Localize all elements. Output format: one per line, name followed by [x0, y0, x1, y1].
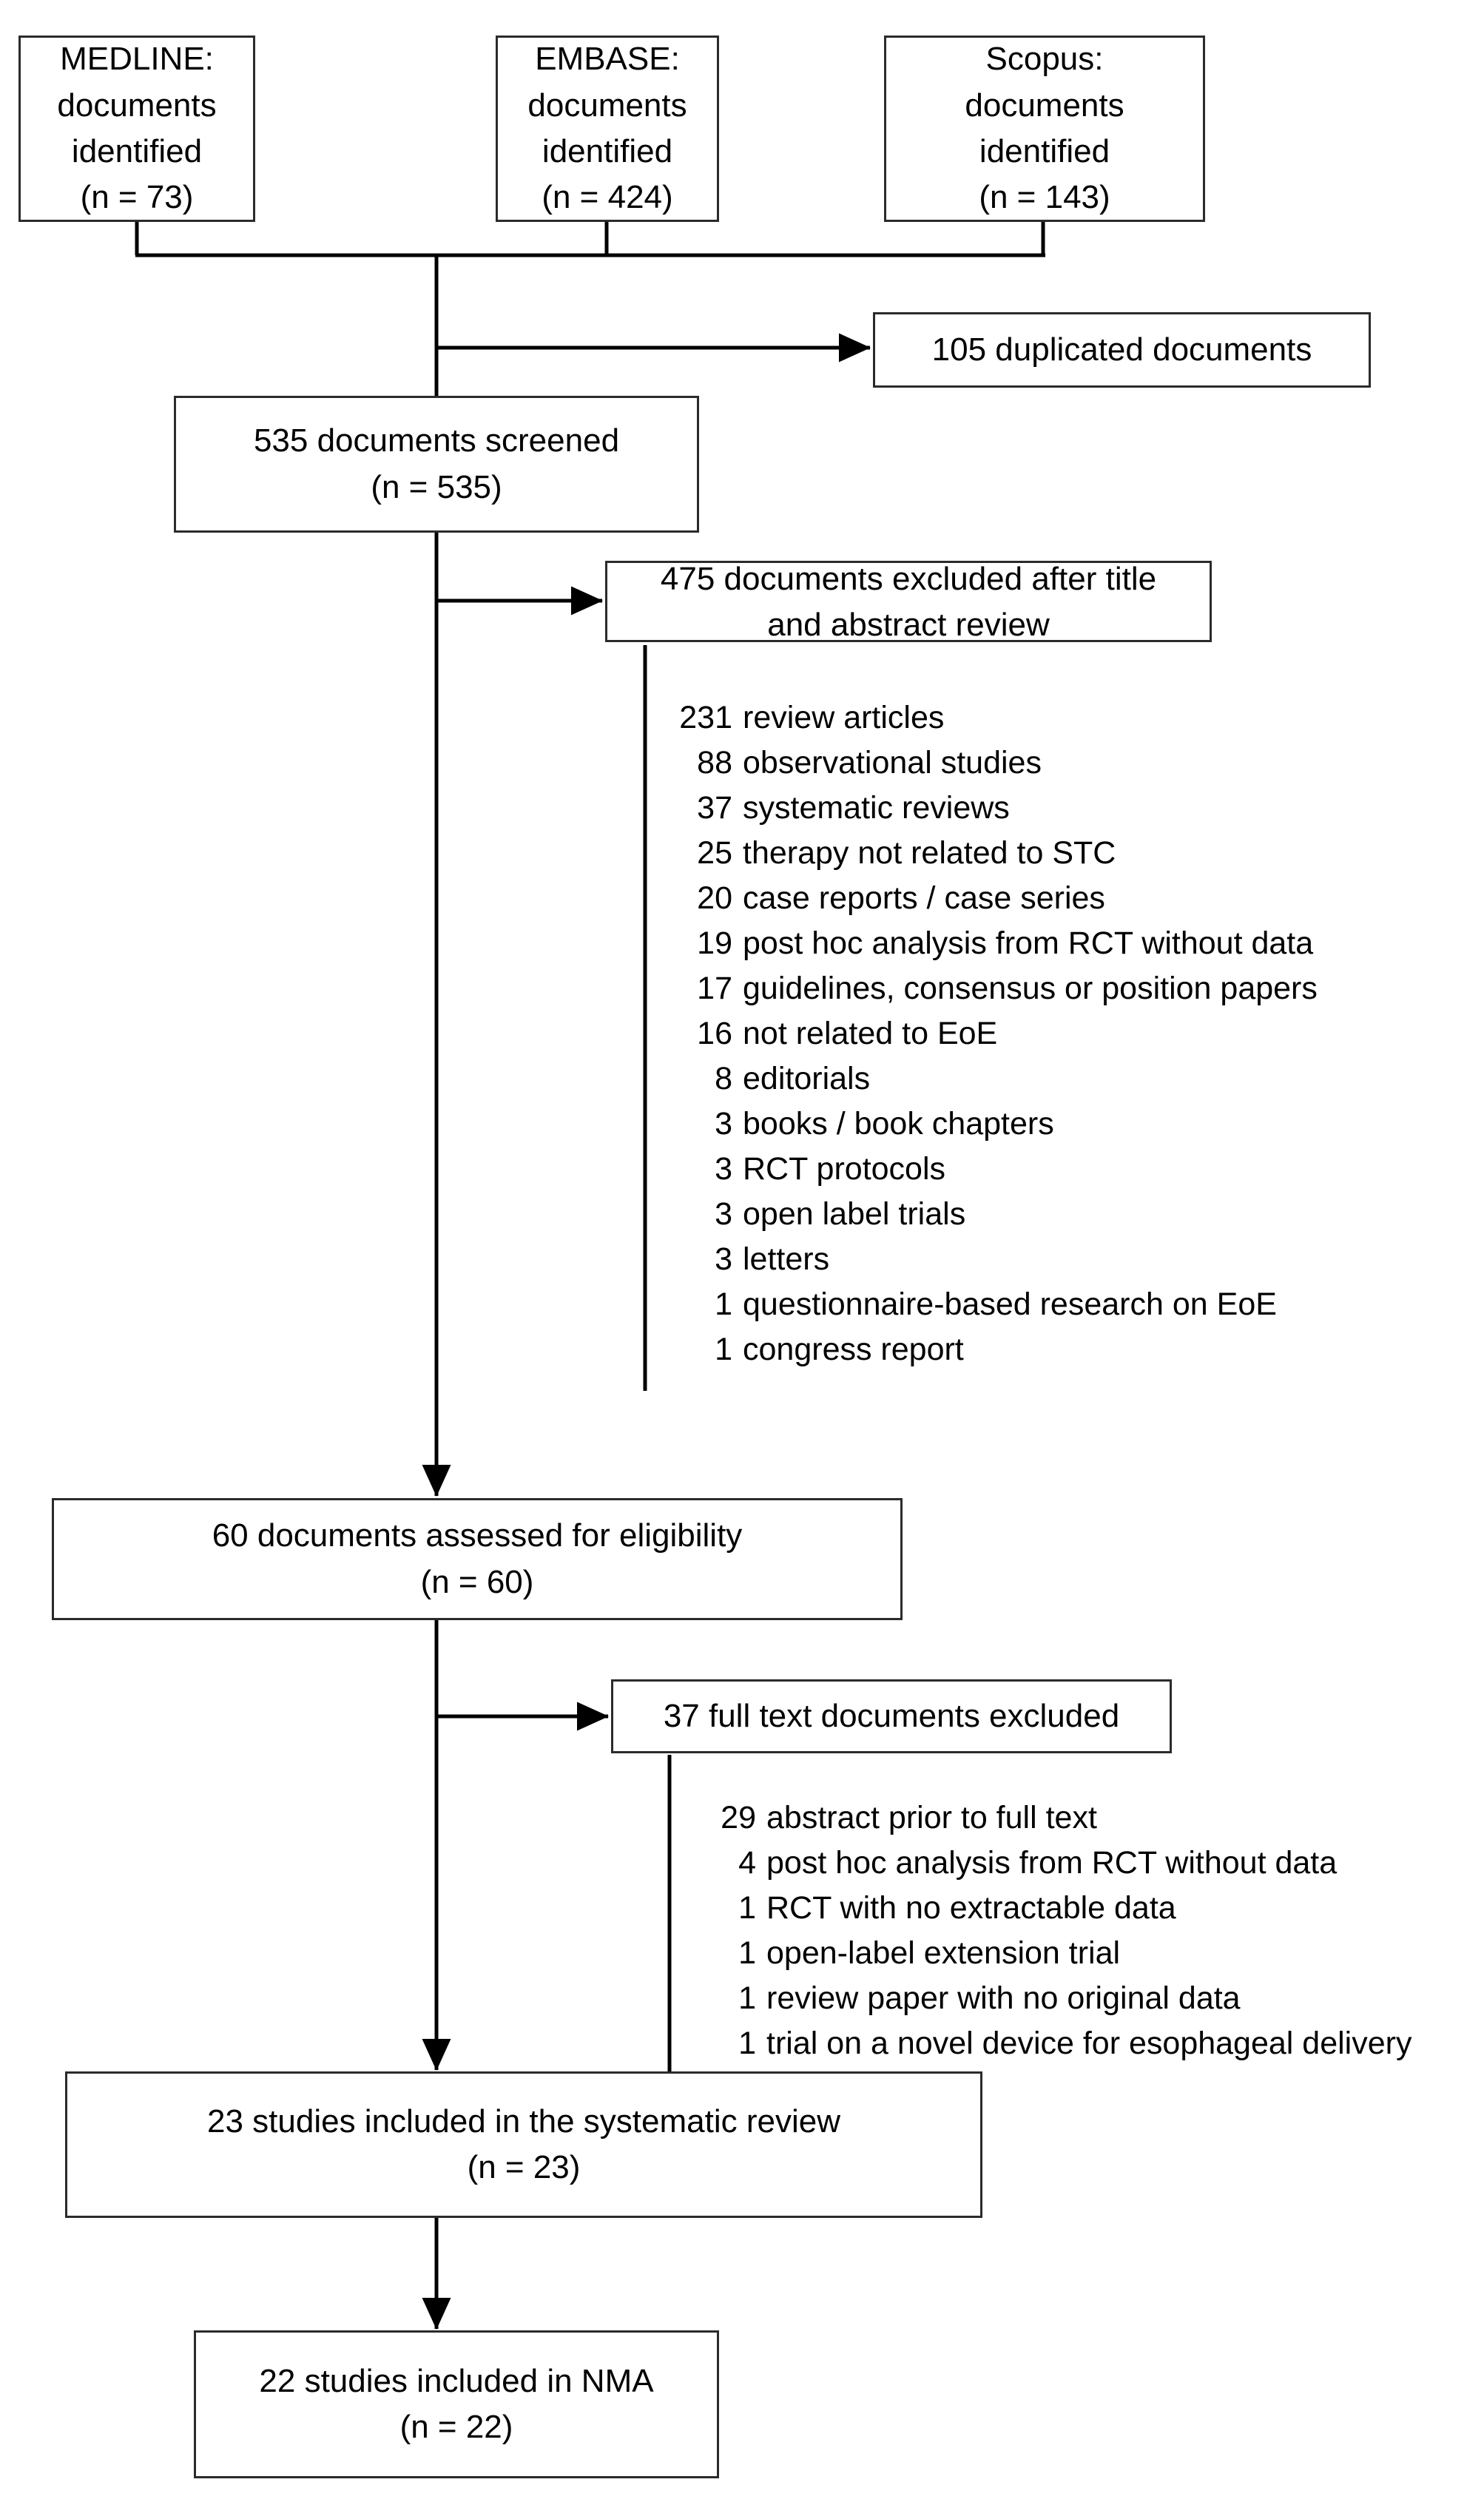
- reason-count: 20: [697, 880, 732, 916]
- reason-count: 16: [697, 1016, 732, 1051]
- reason-count: 3: [715, 1106, 732, 1142]
- source-embase-count: (n = 424): [542, 179, 673, 216]
- reason-item: 19 post hoc analysis from RCT without dat…: [670, 921, 1318, 966]
- reason-item: 29 abstract prior to full text: [694, 1795, 1412, 1841]
- included-nma-label: 22 studies included in NMA: [259, 2362, 654, 2399]
- reason-label: post hoc analysis from RCT without data: [766, 1845, 1338, 1881]
- assessed-for-eligibility-count: (n = 60): [420, 1563, 534, 1600]
- source-box-scopus: Scopus: documents identified (n = 143): [884, 36, 1205, 222]
- reason-count: 1: [738, 2026, 756, 2061]
- reason-label: not related to EoE: [743, 1016, 998, 1051]
- reason-count: 1: [715, 1287, 732, 1322]
- reason-label: questionnaire-based research on EoE: [743, 1287, 1277, 1322]
- reason-item: 37 systematic reviews: [670, 786, 1318, 831]
- reason-label: review paper with no original data: [766, 1980, 1241, 2016]
- reason-item: 8 editorials: [670, 1056, 1318, 1102]
- source-embase-line1: EMBASE:: [535, 41, 680, 78]
- reason-count: 1: [738, 1890, 756, 1926]
- reason-count: 231: [679, 700, 732, 735]
- source-medline-line3: identified: [71, 133, 203, 169]
- reason-count: 37: [697, 790, 732, 826]
- reason-count: 3: [715, 1151, 732, 1187]
- reason-item: 4 post hoc analysis from RCT without data: [694, 1841, 1412, 1886]
- reason-item: 20 case reports / case series: [670, 876, 1318, 921]
- documents-screened-count: (n = 535): [371, 468, 502, 505]
- reason-label: observational studies: [743, 745, 1042, 780]
- included-systematic-review-label: 23 studies included in the systematic re…: [207, 2103, 840, 2139]
- reason-count: 25: [697, 835, 732, 871]
- excluded-title-abstract-line2: and abstract review: [767, 607, 1050, 643]
- reason-item: 231 review articles: [670, 695, 1318, 741]
- reason-label: letters: [743, 1241, 830, 1277]
- excluded-fulltext-label: 37 full text documents excluded: [663, 1697, 1120, 1734]
- reason-item: 1 open-label extension trial: [694, 1931, 1412, 1976]
- excluded-fulltext-box: 37 full text documents excluded: [611, 1679, 1172, 1753]
- source-box-medline: MEDLINE: documents identified (n = 73): [18, 36, 255, 222]
- reason-count: 3: [715, 1241, 732, 1277]
- reason-label: trial on a novel device for esophageal d…: [766, 2026, 1412, 2061]
- reason-count: 19: [697, 925, 732, 961]
- reason-item: 1 trial on a novel device for esophageal …: [694, 2021, 1412, 2066]
- included-systematic-review-count: (n = 23): [467, 2149, 581, 2185]
- reason-item: 17 guidelines, consensus or position pape…: [670, 966, 1318, 1011]
- reason-item: 3 letters: [670, 1237, 1318, 1282]
- reason-count: 1: [738, 1935, 756, 1971]
- reason-label: congress report: [743, 1332, 964, 1367]
- reason-label: open-label extension trial: [766, 1935, 1121, 1971]
- reason-count: 29: [721, 1800, 756, 1835]
- source-scopus-line2: documents: [965, 87, 1124, 124]
- source-scopus-line3: identified: [979, 133, 1110, 169]
- source-embase-line2: documents: [527, 87, 687, 124]
- reason-label: editorials: [743, 1061, 871, 1096]
- reason-item: 16 not related to EoE: [670, 1011, 1318, 1056]
- reason-label: review articles: [743, 700, 945, 735]
- reason-item: 3 RCT protocols: [670, 1147, 1318, 1192]
- reason-item: 25 therapy not related to STC: [670, 831, 1318, 876]
- reason-label: books / book chapters: [743, 1106, 1054, 1142]
- reason-label: abstract prior to full text: [766, 1800, 1097, 1835]
- duplicated-documents-label: 105 duplicated documents: [931, 331, 1312, 368]
- source-embase-line3: identified: [542, 133, 673, 169]
- source-box-embase: EMBASE: documents identified (n = 424): [496, 36, 719, 222]
- reason-label: open label trials: [743, 1196, 966, 1232]
- excluded-title-abstract-line1: 475 documents excluded after title: [660, 560, 1157, 597]
- source-medline-line2: documents: [57, 87, 217, 124]
- included-systematic-review-box: 23 studies included in the systematic re…: [65, 2071, 982, 2218]
- reason-item: 1 review paper with no original data: [694, 1976, 1412, 2021]
- reason-item: 1 questionnaire-based research on EoE: [670, 1282, 1318, 1327]
- reason-count: 4: [738, 1845, 756, 1881]
- reason-label: therapy not related to STC: [743, 835, 1116, 871]
- reason-count: 88: [697, 745, 732, 780]
- reason-label: case reports / case series: [743, 880, 1105, 916]
- reason-label: guidelines, consensus or position papers: [743, 971, 1318, 1006]
- source-scopus-line1: Scopus:: [985, 41, 1104, 78]
- excluded-title-abstract-box: 475 documents excluded after title and a…: [605, 561, 1212, 643]
- reason-count: 17: [697, 971, 732, 1006]
- reason-label: RCT with no extractable data: [766, 1890, 1176, 1926]
- source-scopus-count: (n = 143): [979, 179, 1110, 216]
- duplicated-documents-box: 105 duplicated documents: [873, 312, 1371, 388]
- source-medline-line1: MEDLINE:: [60, 41, 214, 78]
- excluded-title-abstract-reason-list: 231 review articles 88 observational studi…: [670, 695, 1318, 1372]
- reason-count: 1: [715, 1332, 732, 1367]
- reason-item: 88 observational studies: [670, 741, 1318, 786]
- reason-item: 3 open label trials: [670, 1192, 1318, 1237]
- reason-count: 3: [715, 1196, 732, 1232]
- included-nma-count: (n = 22): [399, 2409, 513, 2445]
- reason-label: RCT protocols: [743, 1151, 946, 1187]
- excluded-fulltext-reason-list: 29 abstract prior to full text 4 post hoc …: [694, 1795, 1412, 2066]
- included-nma-box: 22 studies included in NMA (n = 22): [194, 2330, 719, 2478]
- documents-screened-box: 535 documents screened (n = 535): [174, 396, 699, 533]
- reason-label: systematic reviews: [743, 790, 1010, 826]
- reason-label: post hoc analysis from RCT without data: [743, 925, 1314, 961]
- reason-count: 1: [738, 1980, 756, 2016]
- assessed-for-eligibility-label: 60 documents assessed for eligibility: [212, 1517, 743, 1554]
- reason-item: 3 books / book chapters: [670, 1102, 1318, 1147]
- reason-item: 1 congress report: [670, 1327, 1318, 1372]
- documents-screened-label: 535 documents screened: [253, 422, 620, 459]
- source-medline-count: (n = 73): [80, 179, 194, 216]
- reason-item: 1 RCT with no extractable data: [694, 1886, 1412, 1931]
- assessed-for-eligibility-box: 60 documents assessed for eligibility (n…: [52, 1498, 903, 1620]
- reason-count: 8: [715, 1061, 732, 1096]
